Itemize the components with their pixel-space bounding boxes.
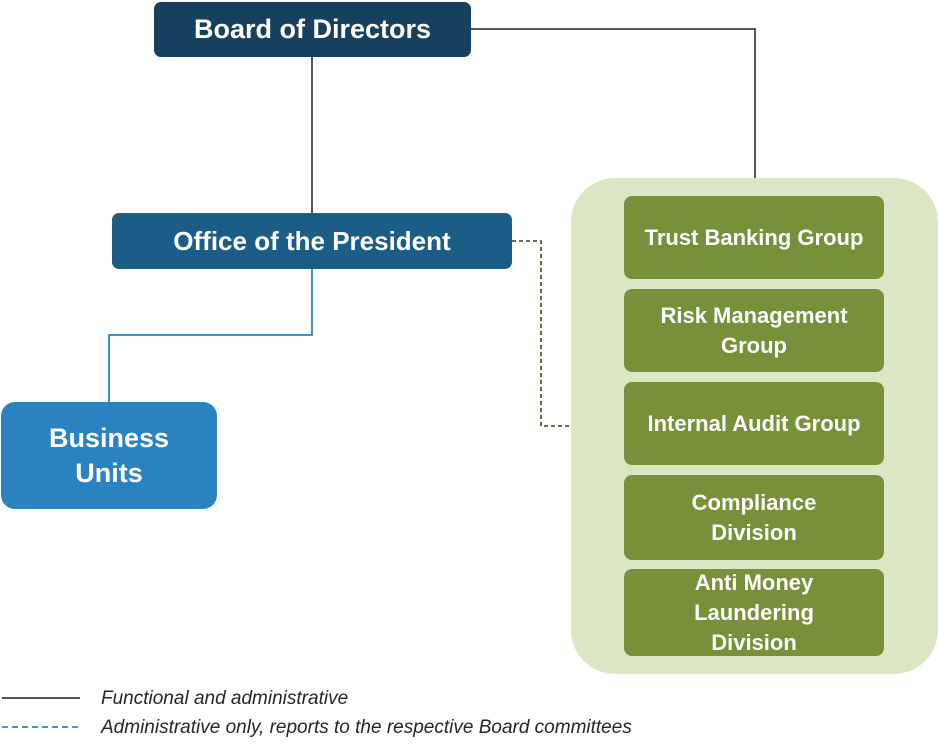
- compliance-division-box: Compliance Division: [624, 475, 884, 560]
- president-to-groups-dotted-line: [512, 240, 571, 427]
- trust-banking-group-box: Trust Banking Group: [624, 196, 884, 279]
- office-of-president-box: Office of the President: [112, 213, 512, 269]
- board-of-directors-box: Board of Directors: [154, 2, 471, 57]
- president-to-business-line: [108, 269, 313, 402]
- legend-functional-label: Functional and administrative: [101, 688, 349, 709]
- board-to-groups-line: [471, 28, 756, 178]
- anti-money-laundering-division-box: Anti Money Laundering Division: [624, 569, 884, 656]
- business-units-box: Business Units: [1, 402, 217, 509]
- internal-audit-group-box: Internal Audit Group: [624, 382, 884, 465]
- legend-administrative-label: Administrative only, reports to the resp…: [101, 717, 632, 738]
- risk-management-group-box: Risk Management Group: [624, 289, 884, 372]
